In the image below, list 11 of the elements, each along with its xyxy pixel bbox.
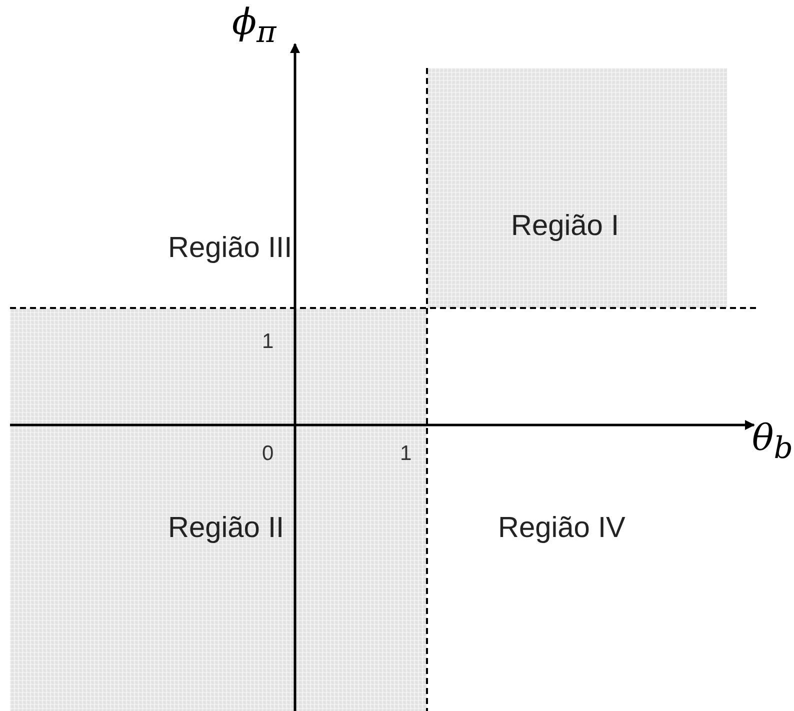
shaded-region bbox=[10, 308, 427, 711]
region-label: Região II bbox=[168, 512, 284, 545]
region-label: Região I bbox=[511, 210, 620, 243]
tick-label: 1 bbox=[400, 442, 412, 466]
shaded-region bbox=[427, 68, 727, 308]
axis-label: θ$_{b}$ bbox=[752, 418, 793, 466]
region-label: Região III bbox=[168, 232, 292, 265]
axis-label: ϕ$_{π}$ bbox=[232, 2, 276, 50]
tick-label: 0 bbox=[262, 442, 274, 466]
region-label: Região IV bbox=[498, 512, 626, 545]
tick-label: 1 bbox=[262, 330, 274, 354]
